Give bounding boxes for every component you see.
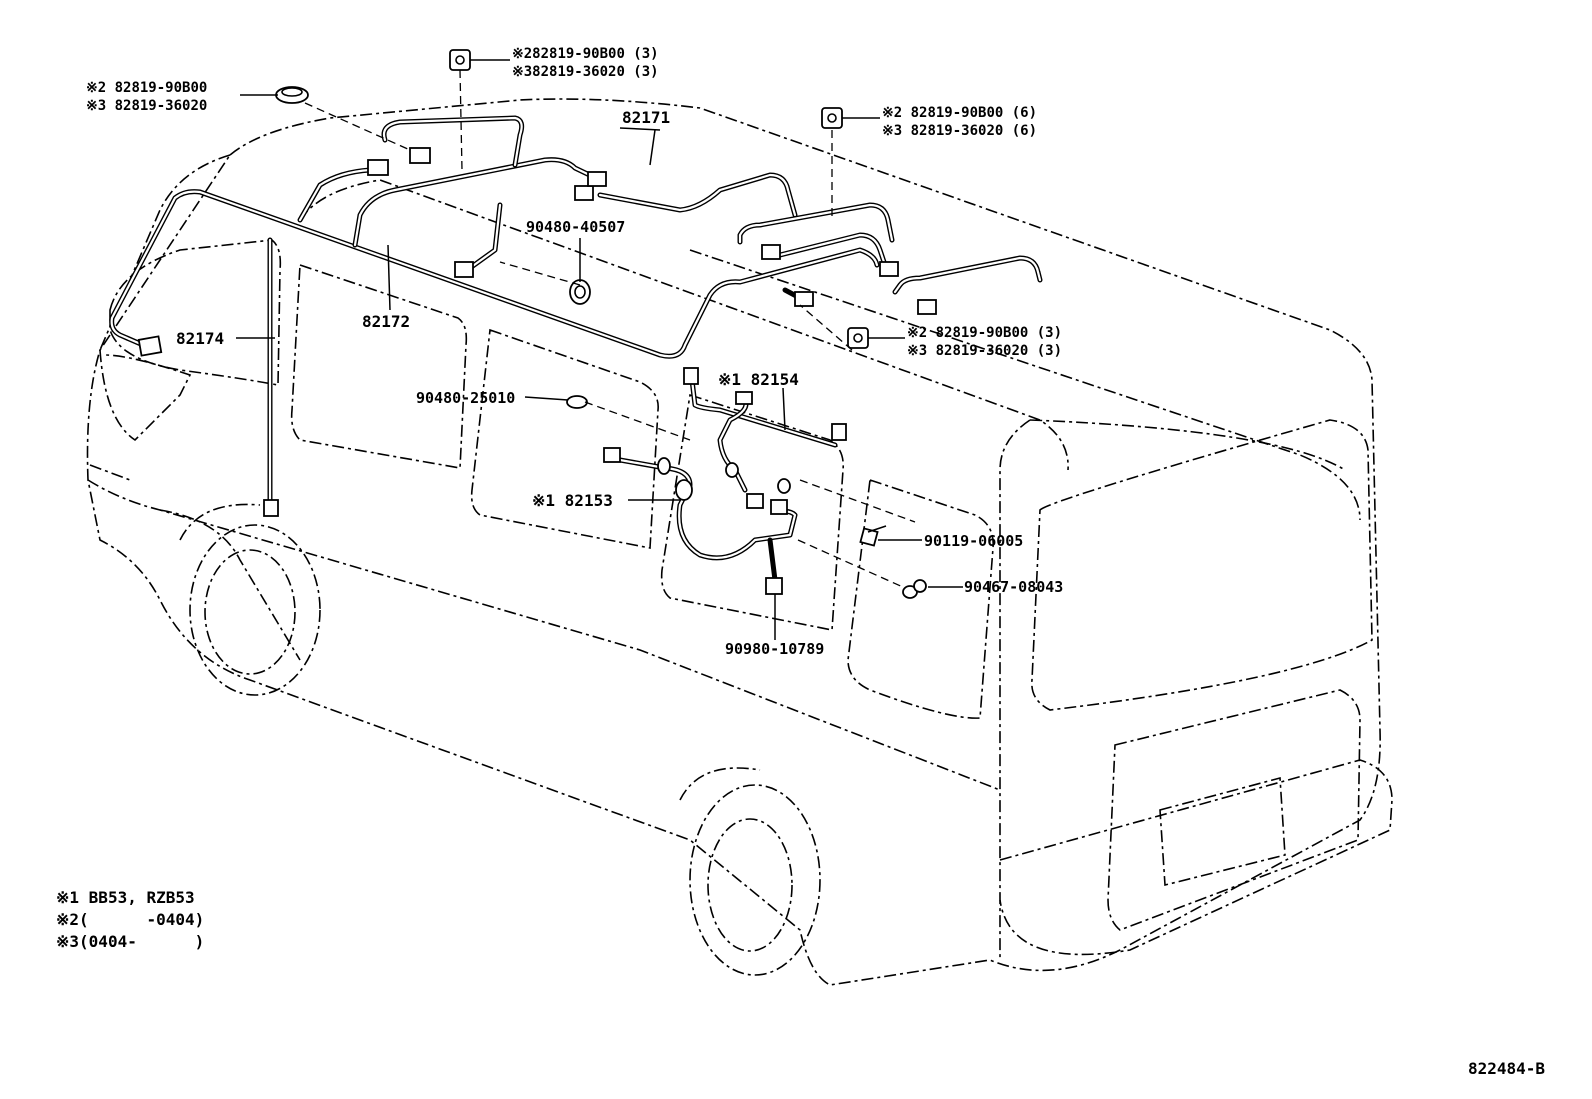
label-grommet-top-left-a: ※2 82819-90B00 bbox=[86, 80, 207, 96]
grommet-icon bbox=[449, 49, 471, 71]
label-harness-side: 82172 bbox=[362, 312, 410, 331]
grommet-icon bbox=[566, 395, 588, 409]
label-harness-rear-lower: ※1 82153 bbox=[532, 491, 613, 510]
note-3: ※3(0404- ) bbox=[56, 932, 204, 951]
clip-icon bbox=[902, 579, 927, 599]
bolt-icon bbox=[859, 525, 887, 547]
grommet-icons bbox=[275, 49, 927, 599]
label-harness-rear-upper: ※1 82154 bbox=[718, 370, 799, 389]
part-labels: ※282819-90B00 (3) ※382819-36020 (3) ※2 8… bbox=[86, 46, 1063, 658]
reference-lines bbox=[304, 69, 916, 589]
connectors bbox=[137, 147, 937, 595]
label-harness-roof: 82171 bbox=[622, 108, 670, 127]
label-grommet-top-center-a: ※282819-90B00 (3) bbox=[512, 46, 659, 62]
label-grommet-top-center-b: ※382819-36020 (3) bbox=[512, 64, 659, 80]
label-harness-pillar: 82174 bbox=[176, 329, 224, 348]
grommet-icon bbox=[847, 327, 869, 349]
grommet-icon bbox=[821, 107, 843, 129]
van-body-outline bbox=[86, 98, 1393, 986]
applicability-notes: ※1 BB53, RZB53 ※2( -0404) ※3(0404- ) bbox=[56, 888, 204, 951]
label-bolt: 90119-06005 bbox=[924, 532, 1023, 550]
note-2: ※2( -0404) bbox=[56, 910, 204, 929]
label-grommet-top-right-a: ※2 82819-90B00 (6) bbox=[882, 105, 1037, 121]
label-grommet-top-right-b: ※3 82819-36020 (6) bbox=[882, 123, 1037, 139]
wire-harnesses bbox=[109, 115, 1043, 583]
note-1: ※1 BB53, RZB53 bbox=[56, 888, 195, 907]
label-grommet-mid-right-a: ※2 82819-90B00 (3) bbox=[907, 325, 1062, 341]
label-clamp: 90980-10789 bbox=[725, 640, 824, 658]
leader-lines bbox=[236, 59, 963, 640]
label-clip: 90467-08043 bbox=[964, 578, 1063, 596]
diagram-code: 822484-B bbox=[1468, 1059, 1545, 1078]
label-grommet-side: 90480-25010 bbox=[416, 389, 515, 407]
label-grommet-roof: 90480-40507 bbox=[526, 218, 625, 236]
label-grommet-top-left-b: ※3 82819-36020 bbox=[86, 98, 207, 114]
label-grommet-mid-right-b: ※3 82819-36020 (3) bbox=[907, 343, 1062, 359]
grommet-icon bbox=[275, 86, 309, 104]
